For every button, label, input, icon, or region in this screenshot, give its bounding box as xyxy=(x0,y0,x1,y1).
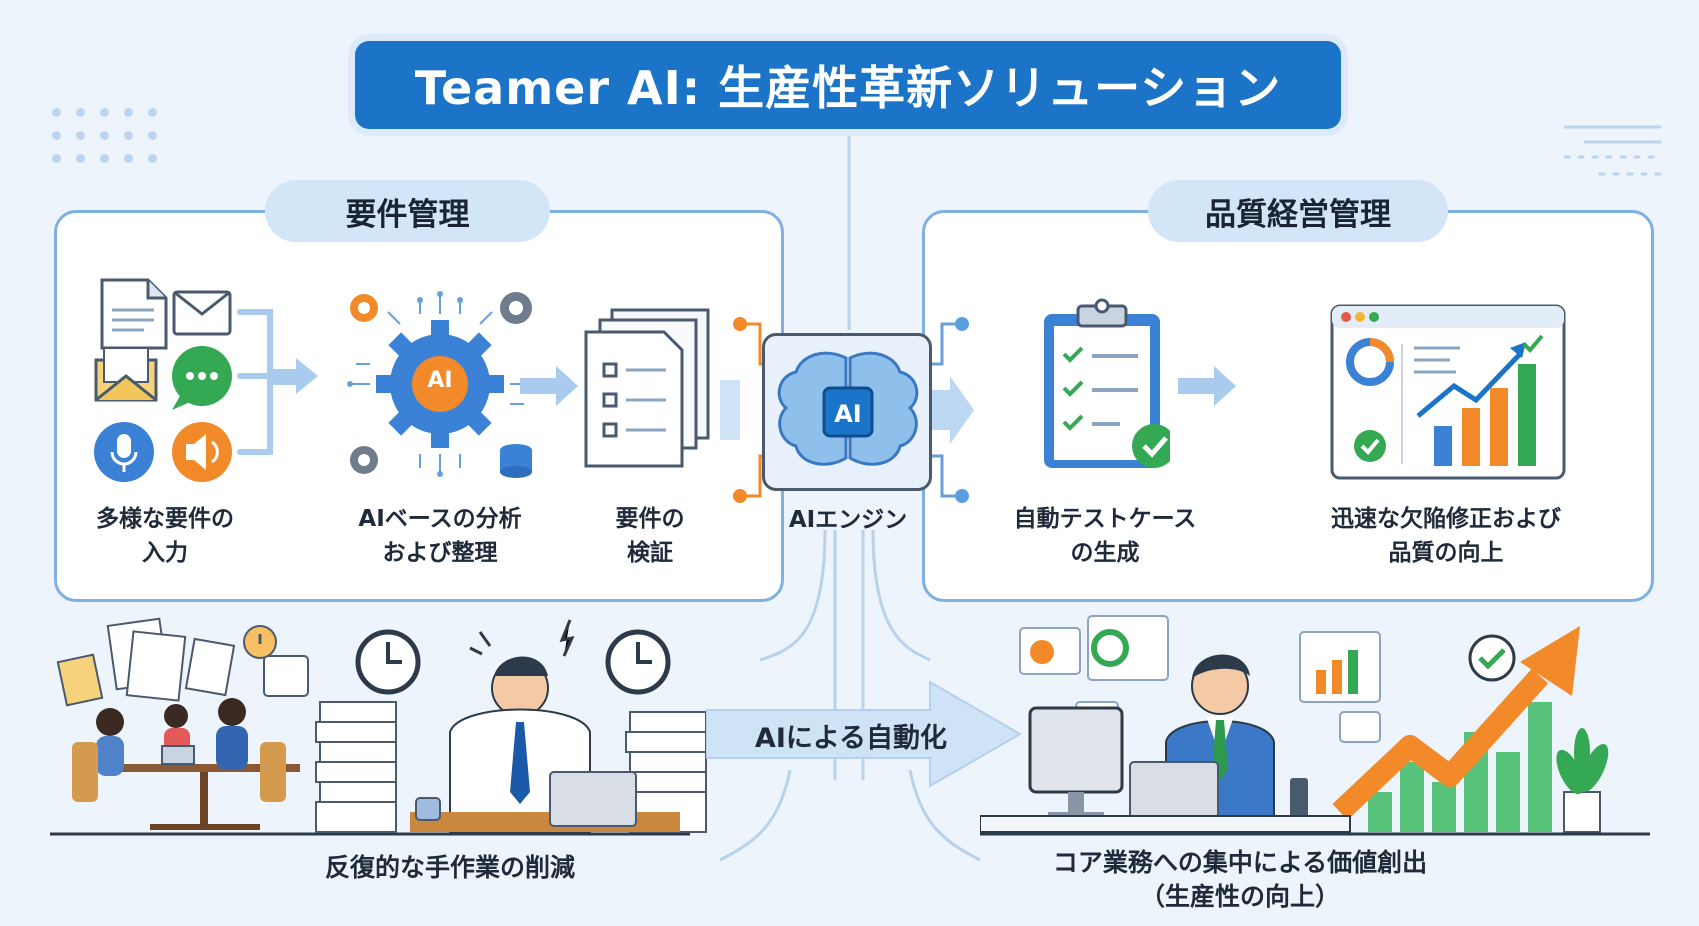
clock-icon xyxy=(605,629,671,695)
ai-gear-icon xyxy=(347,291,533,478)
step-defect-fix-caption: 迅速な欠陥修正および 品質の向上 xyxy=(1306,502,1586,570)
quality-dashboard-icon xyxy=(1330,304,1566,480)
value-caption-line: （生産性の向上） xyxy=(1139,882,1340,911)
value-creation-caption: コア業務への集中による価値創出 （生産性の向上） xyxy=(960,846,1520,914)
step-caption-line: 検証 xyxy=(627,540,673,566)
checklist-documents-icon xyxy=(584,308,710,468)
step-diverse-inputs-caption: 多様な要件の 入力 xyxy=(70,502,260,570)
ai-gear-badge: AI xyxy=(427,368,453,393)
automation-label: AIによる自動化 xyxy=(754,723,948,754)
value-caption-line: コア業務への集中による価値創出 xyxy=(1052,848,1428,877)
engine-chip-label: AI xyxy=(834,400,862,428)
ai-engine-label: AIエンジン xyxy=(788,507,908,533)
microphone-icon xyxy=(94,422,154,482)
step-caption-line: 入力 xyxy=(142,540,188,566)
clipboard-checklist-icon xyxy=(1044,298,1170,468)
requirements-heading: 要件管理 xyxy=(265,180,550,242)
step-caption-line: 迅速な欠陥修正および xyxy=(1331,506,1561,532)
document-icon xyxy=(100,278,168,350)
input-sources-icon xyxy=(94,278,318,482)
title-banner: Teamer AI: 生産性革新ソリューション xyxy=(348,34,1348,136)
step-caption-line: 要件の xyxy=(615,506,685,532)
step-ai-analysis-caption: AIベースの分析 および整理 xyxy=(330,502,550,570)
manual-work-illustration xyxy=(50,617,707,836)
brain-icon xyxy=(777,351,919,466)
automation-arrow xyxy=(706,680,1022,788)
step-caption-line: AIベースの分析 xyxy=(358,506,522,532)
step-test-generation-caption: 自動テストケース の生成 xyxy=(990,502,1220,570)
step-verification-caption: 要件の 検証 xyxy=(580,502,720,570)
decor-dots-left xyxy=(52,108,158,163)
manual-reduction-caption: 反復的な手作業の削減 xyxy=(324,853,575,882)
speaker-icon xyxy=(172,422,232,482)
letter-icon xyxy=(94,347,158,402)
step-caption-line: および整理 xyxy=(382,540,498,566)
chat-icon xyxy=(172,346,232,410)
step-caption-line: 多様な要件の xyxy=(96,506,234,532)
page-title: Teamer AI: 生産性革新ソリューション xyxy=(355,41,1341,129)
productive-work-illustration xyxy=(980,615,1650,836)
quality-heading: 品質経営管理 xyxy=(1148,180,1448,242)
step-caption-line: の生成 xyxy=(1070,540,1140,566)
mail-icon xyxy=(172,290,232,336)
step-caption-line: 自動テストケース xyxy=(1013,506,1197,532)
step-caption-line: 品質の向上 xyxy=(1388,540,1504,566)
decor-lines-right xyxy=(1563,125,1662,176)
arrow-icon xyxy=(1178,366,1236,406)
arrow-icon xyxy=(520,366,578,406)
clock-icon xyxy=(355,629,421,695)
